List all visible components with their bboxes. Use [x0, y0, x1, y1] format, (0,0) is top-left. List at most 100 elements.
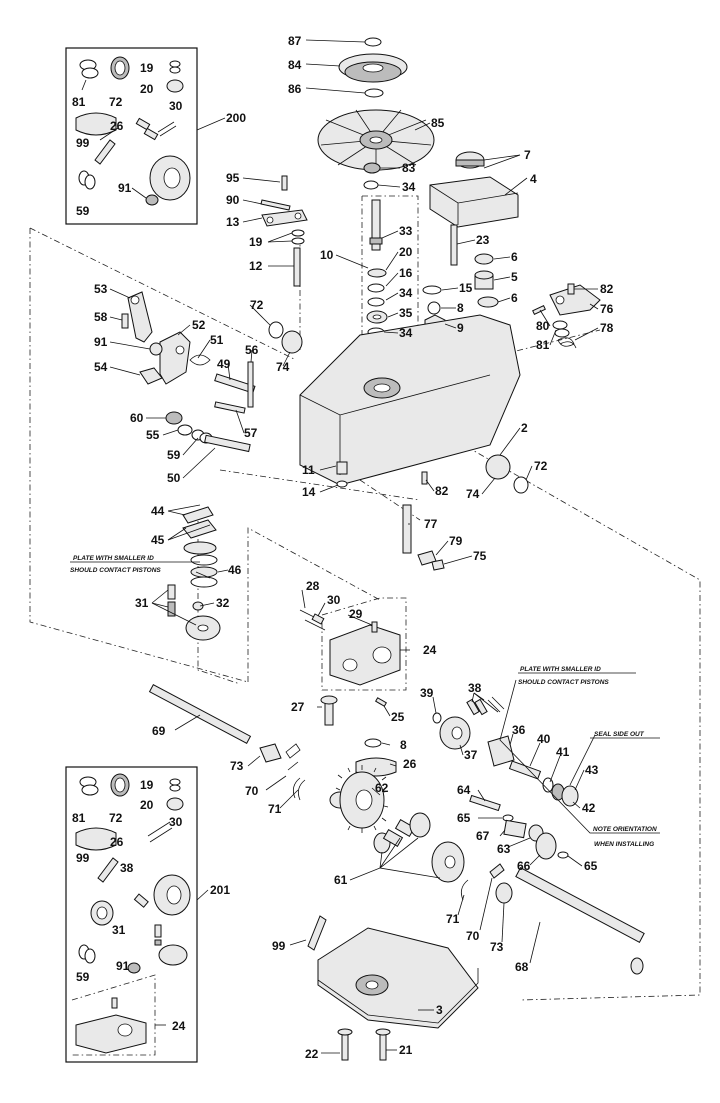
thrust-plate-parts [167, 506, 221, 641]
part-label: 38 [120, 861, 134, 875]
part-label: 84 [288, 58, 302, 72]
part-label: 27 [291, 700, 305, 714]
part-label: 50 [167, 471, 181, 485]
part-label: 30 [169, 99, 183, 113]
part-label: 67 [476, 829, 490, 843]
part-label: 66 [517, 859, 531, 873]
part-label: 72 [250, 298, 264, 312]
part-label: 72 [109, 95, 123, 109]
part-label: 25 [391, 710, 405, 724]
part-label: 20 [140, 82, 154, 96]
part-label: 86 [288, 82, 302, 96]
part-label: 49 [217, 357, 231, 371]
part-label: 20 [140, 798, 154, 812]
part-label: 95 [226, 171, 240, 185]
part-label: 72 [109, 811, 123, 825]
part-label: 8 [457, 301, 464, 315]
part-label: 32 [216, 596, 230, 610]
part-label: 19 [249, 235, 263, 249]
part-label: 99 [76, 851, 90, 865]
note-plate-right-2: SHOULD CONTACT PISTONS [518, 679, 609, 686]
part-label: 24 [423, 643, 437, 657]
part-label: 30 [169, 815, 183, 829]
lever-parts [260, 175, 308, 287]
reservoir-parts [422, 151, 519, 334]
part-label: 80 [536, 319, 550, 333]
part-label: 62 [375, 781, 389, 795]
gear-train-parts [148, 683, 645, 975]
part-label: 77 [424, 517, 438, 531]
part-label: 91 [94, 335, 108, 349]
part-label: 99 [272, 939, 286, 953]
part-label: 12 [249, 259, 263, 273]
part-label: 87 [288, 34, 302, 48]
part-label: 78 [600, 321, 614, 335]
assembly-notes: PLATE WITH SMALLER ID SHOULD CONTACT PIS… [70, 555, 660, 848]
leader-lines [109, 39, 660, 1054]
part-label: 34 [399, 286, 413, 300]
part-label: 41 [556, 745, 570, 759]
part-label: 59 [76, 204, 90, 218]
part-label: 43 [585, 763, 599, 777]
part-label: 81 [72, 811, 86, 825]
part-label: 51 [210, 333, 224, 347]
part-label: 44 [151, 504, 165, 518]
part-label: 6 [511, 291, 518, 305]
part-label: 55 [146, 428, 160, 442]
part-label: 34 [402, 180, 416, 194]
part-label: 81 [536, 338, 550, 352]
part-label: 35 [399, 306, 413, 320]
part-label: 19 [140, 61, 154, 75]
part-label: 46 [228, 563, 242, 577]
part-label: 75 [473, 549, 487, 563]
note-seal-side-out: SEAL SIDE OUT [594, 731, 645, 738]
part-label: 7 [524, 148, 531, 162]
part-label: 6 [511, 250, 518, 264]
part-label: 56 [245, 343, 259, 357]
part-label: 71 [446, 912, 460, 926]
part-label: 22 [305, 1047, 319, 1061]
kit-201-box [65, 766, 209, 1063]
part-label: 26 [110, 835, 124, 849]
lower-housing [307, 915, 479, 1061]
part-label: 54 [94, 360, 108, 374]
part-label: 72 [534, 459, 548, 473]
part-label: 45 [151, 533, 165, 547]
part-label: 26 [110, 119, 124, 133]
part-label: 19 [140, 778, 154, 792]
part-label: 59 [76, 970, 90, 984]
part-label: 23 [476, 233, 490, 247]
part-label: 30 [327, 593, 341, 607]
part-label: 2 [521, 421, 528, 435]
cooling-fan [317, 109, 435, 171]
bull-gear [335, 765, 389, 833]
part-label: 73 [230, 759, 244, 773]
brake-lever-parts [121, 291, 256, 453]
kit-200-box [65, 47, 226, 225]
upper-housing [268, 314, 529, 494]
part-label: 21 [399, 1043, 413, 1057]
part-label: 10 [320, 248, 334, 262]
part-label: 85 [431, 116, 445, 130]
part-label: 20 [399, 245, 413, 259]
note-plate-top-2: SHOULD CONTACT PISTONS [70, 567, 161, 574]
part-label: 81 [72, 95, 86, 109]
center-section-box [299, 597, 407, 691]
part-label: 14 [302, 485, 316, 499]
part-label: 36 [512, 723, 526, 737]
part-label: 38 [468, 681, 482, 695]
misc-middle-parts [320, 504, 579, 807]
part-label: 28 [306, 579, 320, 593]
part-label: 9 [457, 321, 464, 335]
part-label: 52 [192, 318, 206, 332]
note-plate-right-1: PLATE WITH SMALLER ID [520, 666, 601, 673]
part-label: 34 [399, 326, 413, 340]
part-label: 70 [466, 929, 480, 943]
part-label: 3 [436, 1003, 443, 1017]
part-label: 8 [400, 738, 407, 752]
part-label: 39 [420, 686, 434, 700]
part-label: 68 [515, 960, 529, 974]
part-label: 79 [449, 534, 463, 548]
part-label: 99 [76, 136, 90, 150]
